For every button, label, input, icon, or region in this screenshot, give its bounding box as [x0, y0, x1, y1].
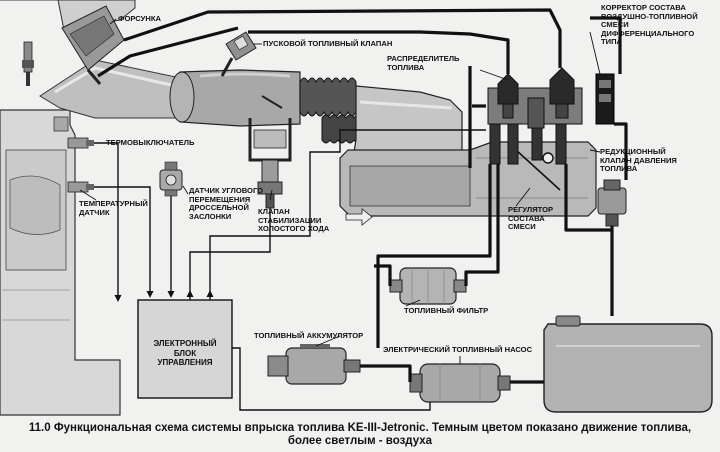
- fuel-accumulator: [267, 344, 361, 385]
- fuel-tank: [543, 315, 713, 413]
- label-temp-sensor: ТЕМПЕРАТУРНЫЙ ДАТЧИК: [79, 199, 148, 217]
- fuel-lines: [97, 8, 628, 384]
- mixture-corrector: [595, 73, 615, 125]
- fuel-distributor: [487, 67, 583, 165]
- label-throttle-sensor: ДАТЧИК УГЛОВОГО ПЕРЕМЕЩЕНИЯ ДРОССЕЛЬНОЙ …: [189, 186, 264, 221]
- temp-sensor: [67, 181, 94, 193]
- fuel-pump: [409, 363, 511, 403]
- label-mixture-regulator: РЕГУЛЯТОР СОСТАВА СМЕСИ: [508, 205, 554, 232]
- ecu-box: [137, 299, 233, 399]
- intake-runner: [39, 59, 191, 119]
- label-ecu: ЭЛЕКТРОННЫЙ БЛОК УПРАВЛЕНИЯ: [153, 339, 217, 367]
- bellows: [299, 77, 363, 144]
- label-distributor: РАСПРЕДЕЛИТЕЛЬ ТОПЛИВА: [387, 54, 460, 72]
- pressure-valve: [597, 179, 627, 227]
- label-fuel-pump: ЭЛЕКТРИЧЕСКИЙ ТОПЛИВНЫЙ НАСОС: [383, 345, 533, 354]
- label-thermoswitch: ТЕРМОВЫКЛЮЧАТЕЛЬ: [106, 138, 195, 147]
- thermoswitch: [67, 137, 94, 149]
- start-valve: [220, 31, 257, 77]
- plenum: [169, 69, 301, 127]
- label-corrector: КОРРЕКТОР СОСТАВА ВОЗДУШНО-ТОПЛИВНОЙ СМЕ…: [601, 3, 698, 47]
- injector: [61, 5, 125, 85]
- label-idle-valve: КЛАПАН СТАБИЛИЗАЦИИ ХОЛОСТОГО ХОДА: [258, 207, 330, 234]
- leader-lines: [79, 18, 601, 364]
- label-fuel-filter: ТОПЛИВНЫЙ ФИЛЬТР: [404, 306, 489, 315]
- label-start-valve: ПУСКОВОЙ ТОПЛИВНЫЙ КЛАПАН: [263, 39, 393, 48]
- engine-block: [0, 0, 136, 416]
- throttle-sensor: [159, 161, 183, 197]
- label-injector: ФОРСУНКА: [118, 14, 161, 23]
- label-pressure-valve: РЕДУКЦИОННЫЙ КЛАПАН ДАВЛЕНИЯ ТОПЛИВА: [600, 147, 677, 174]
- spark-plug: [22, 41, 34, 86]
- figure-caption: 11.0 Функциональная схема системы впрыск…: [28, 422, 692, 447]
- wiring: [94, 129, 486, 411]
- idle-valve: [248, 118, 292, 209]
- fuel-filter: [389, 267, 467, 305]
- label-accumulator: ТОПЛИВНЫЙ АККУМУЛЯТОР: [254, 331, 364, 340]
